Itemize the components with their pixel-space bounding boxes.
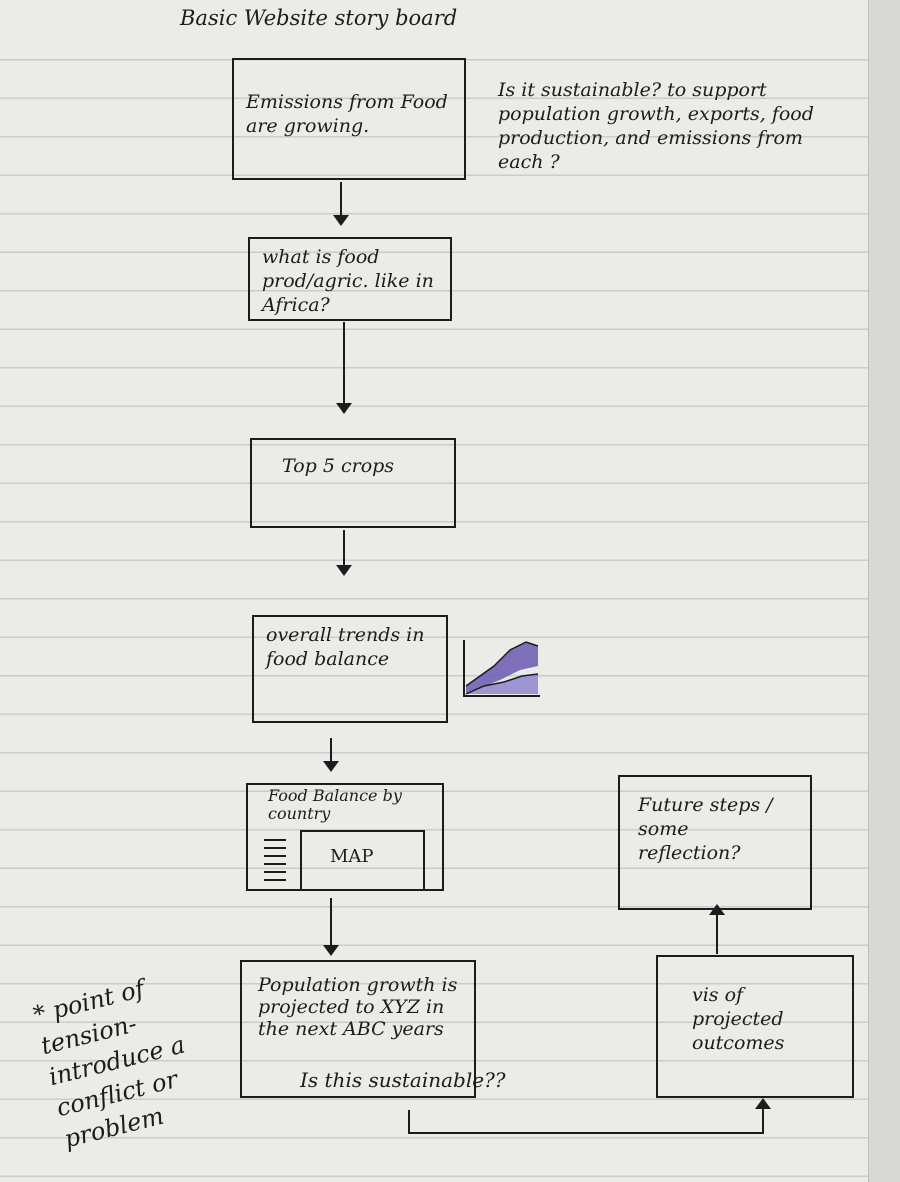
population-question: Is this sustainable??	[300, 1068, 506, 1092]
box-projected-outcomes: vis of projected outcomes	[656, 955, 854, 1098]
box-population-text: Population growth is projected to XYZ in…	[258, 974, 458, 1040]
area-chart-sketch-icon	[463, 640, 540, 697]
arrow-down-icon	[323, 898, 339, 956]
box-emissions: Emissions from Food are growing.	[232, 58, 466, 180]
box-trends-text: overall trends in food balance	[266, 624, 425, 670]
box-food-production-text: what is food prod/agric. like in Africa?	[262, 246, 434, 316]
arrow-down-icon	[336, 322, 352, 414]
map-label: MAP	[330, 846, 374, 867]
sustainability-note: Is it sustainable? to support population…	[498, 79, 814, 173]
connector-line	[408, 1110, 410, 1134]
legend-list-icon	[264, 839, 286, 881]
box-future-steps: Future steps / some reflection?	[618, 775, 812, 910]
arrow-up-icon	[755, 1098, 771, 1134]
map-placeholder: MAP	[300, 830, 425, 890]
box-population: Population growth is projected to XYZ in…	[240, 960, 476, 1098]
arrow-down-icon	[336, 530, 352, 576]
arrow-up-icon	[709, 904, 725, 954]
box-food-balance-country-title: Food Balance by country	[268, 786, 402, 823]
box-trends: overall trends in food balance	[252, 615, 448, 723]
connector-line	[408, 1132, 764, 1134]
box-emissions-text: Emissions from Food are growing.	[246, 91, 448, 137]
box-food-balance-country: Food Balance by country	[246, 783, 444, 891]
storyboard-title: Basic Website story board	[180, 6, 458, 30]
next-page-edge	[868, 0, 900, 1182]
box-food-production: what is food prod/agric. like in Africa?	[248, 237, 452, 321]
box-future-steps-text: Future steps / some reflection?	[638, 794, 773, 864]
box-top-crops: Top 5 crops	[250, 438, 456, 528]
notebook-page	[0, 0, 868, 1182]
box-top-crops-text: Top 5 crops	[282, 455, 395, 477]
arrow-down-icon	[323, 738, 339, 772]
arrow-down-icon	[333, 182, 349, 226]
box-projected-outcomes-text: vis of projected outcomes	[692, 984, 785, 1054]
